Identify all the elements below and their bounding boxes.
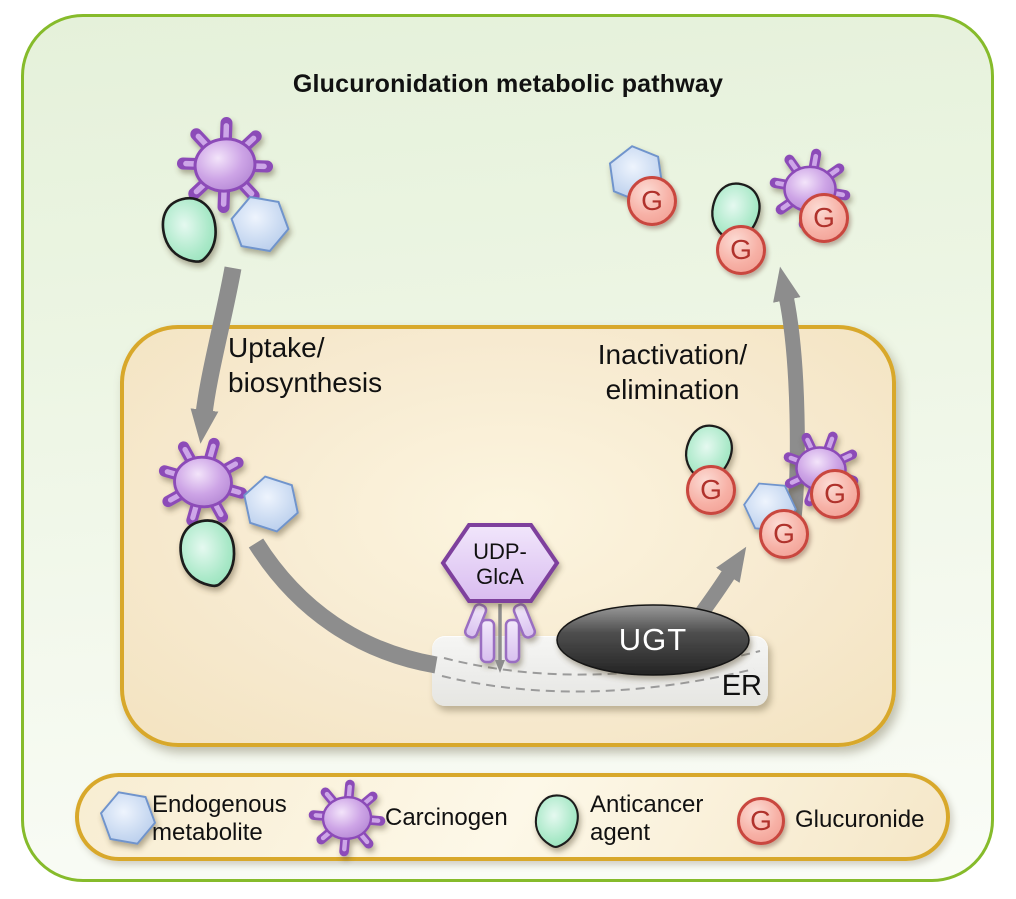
legend-endogenous-label: Endogenous metabolite (152, 791, 287, 847)
glucuronide-badge: G (627, 176, 677, 226)
legend-anticancer-icon (530, 791, 583, 852)
udp-transporter-channel (463, 603, 537, 664)
endogenous-metabolite-hexagon (230, 195, 290, 253)
anticancer-agent-teardrop (175, 515, 241, 592)
legend-panel (75, 773, 950, 861)
glucuronide-letter: G (700, 474, 722, 505)
anticancer-agent-teardrop (156, 192, 224, 269)
uptake-label-line2: biosynthesis (228, 367, 383, 398)
glucuronide-badge: G (716, 225, 766, 275)
legend-endogenous-metabolite-icon (100, 791, 156, 845)
legend-glucuronide-label: Glucuronide (795, 806, 925, 833)
legend-carcinogen-icon (311, 782, 383, 854)
efflux-arrow (773, 266, 805, 529)
glucuronide-letter: G (750, 805, 772, 836)
legend-endogenous-line1: Endogenous (152, 791, 287, 818)
glucuronide-badge: G (759, 509, 809, 559)
to-er-arrow (248, 538, 438, 674)
glucuronide-letter: G (773, 518, 795, 549)
legend-anticancer-line1: Anticancer (590, 791, 704, 818)
glucuronide-badge: G (810, 469, 860, 519)
glucuronide-letter: G (824, 478, 846, 509)
er-label: ER (721, 670, 762, 702)
uptake-arrow (190, 266, 242, 444)
legend-endogenous-line2: metabolite (152, 819, 263, 846)
udp-glca-label-line1: UDP- (473, 539, 527, 564)
uptake-label: Uptake/ biosynthesis (228, 330, 382, 400)
glucuronide-letter: G (641, 185, 663, 216)
inactivation-label: Inactivation/ elimination (565, 337, 780, 407)
inactivation-label-line2: elimination (605, 374, 740, 405)
udp-glca-label: UDP- GlcA (450, 539, 550, 589)
legend-glucuronide-icon: G (737, 797, 785, 845)
glucuronide-badge: G (799, 193, 849, 243)
inactivation-label-line1: Inactivation/ (597, 339, 748, 370)
ugt-label: UGT (618, 622, 688, 657)
endogenous-metabolite-hexagon (238, 473, 304, 535)
legend-anticancer-line2: agent (590, 819, 651, 846)
udp-glca-label-line2: GlcA (476, 564, 524, 589)
ugt-enzyme-ellipse (556, 604, 750, 676)
carcinogen-spiky-blob (160, 439, 246, 525)
glucuronide-letter: G (730, 234, 752, 265)
glucuronide-badge: G (686, 465, 736, 515)
legend-anticancer-label: Anticancer agent (590, 791, 703, 847)
diagram-title: Glucuronidation metabolic pathway (292, 70, 724, 98)
udp-glca-hexagon (440, 523, 560, 603)
uptake-label-line1: Uptake/ (228, 332, 325, 363)
glucuronide-letter: G (813, 202, 835, 233)
legend-carcinogen-label: Carcinogen (385, 804, 508, 831)
